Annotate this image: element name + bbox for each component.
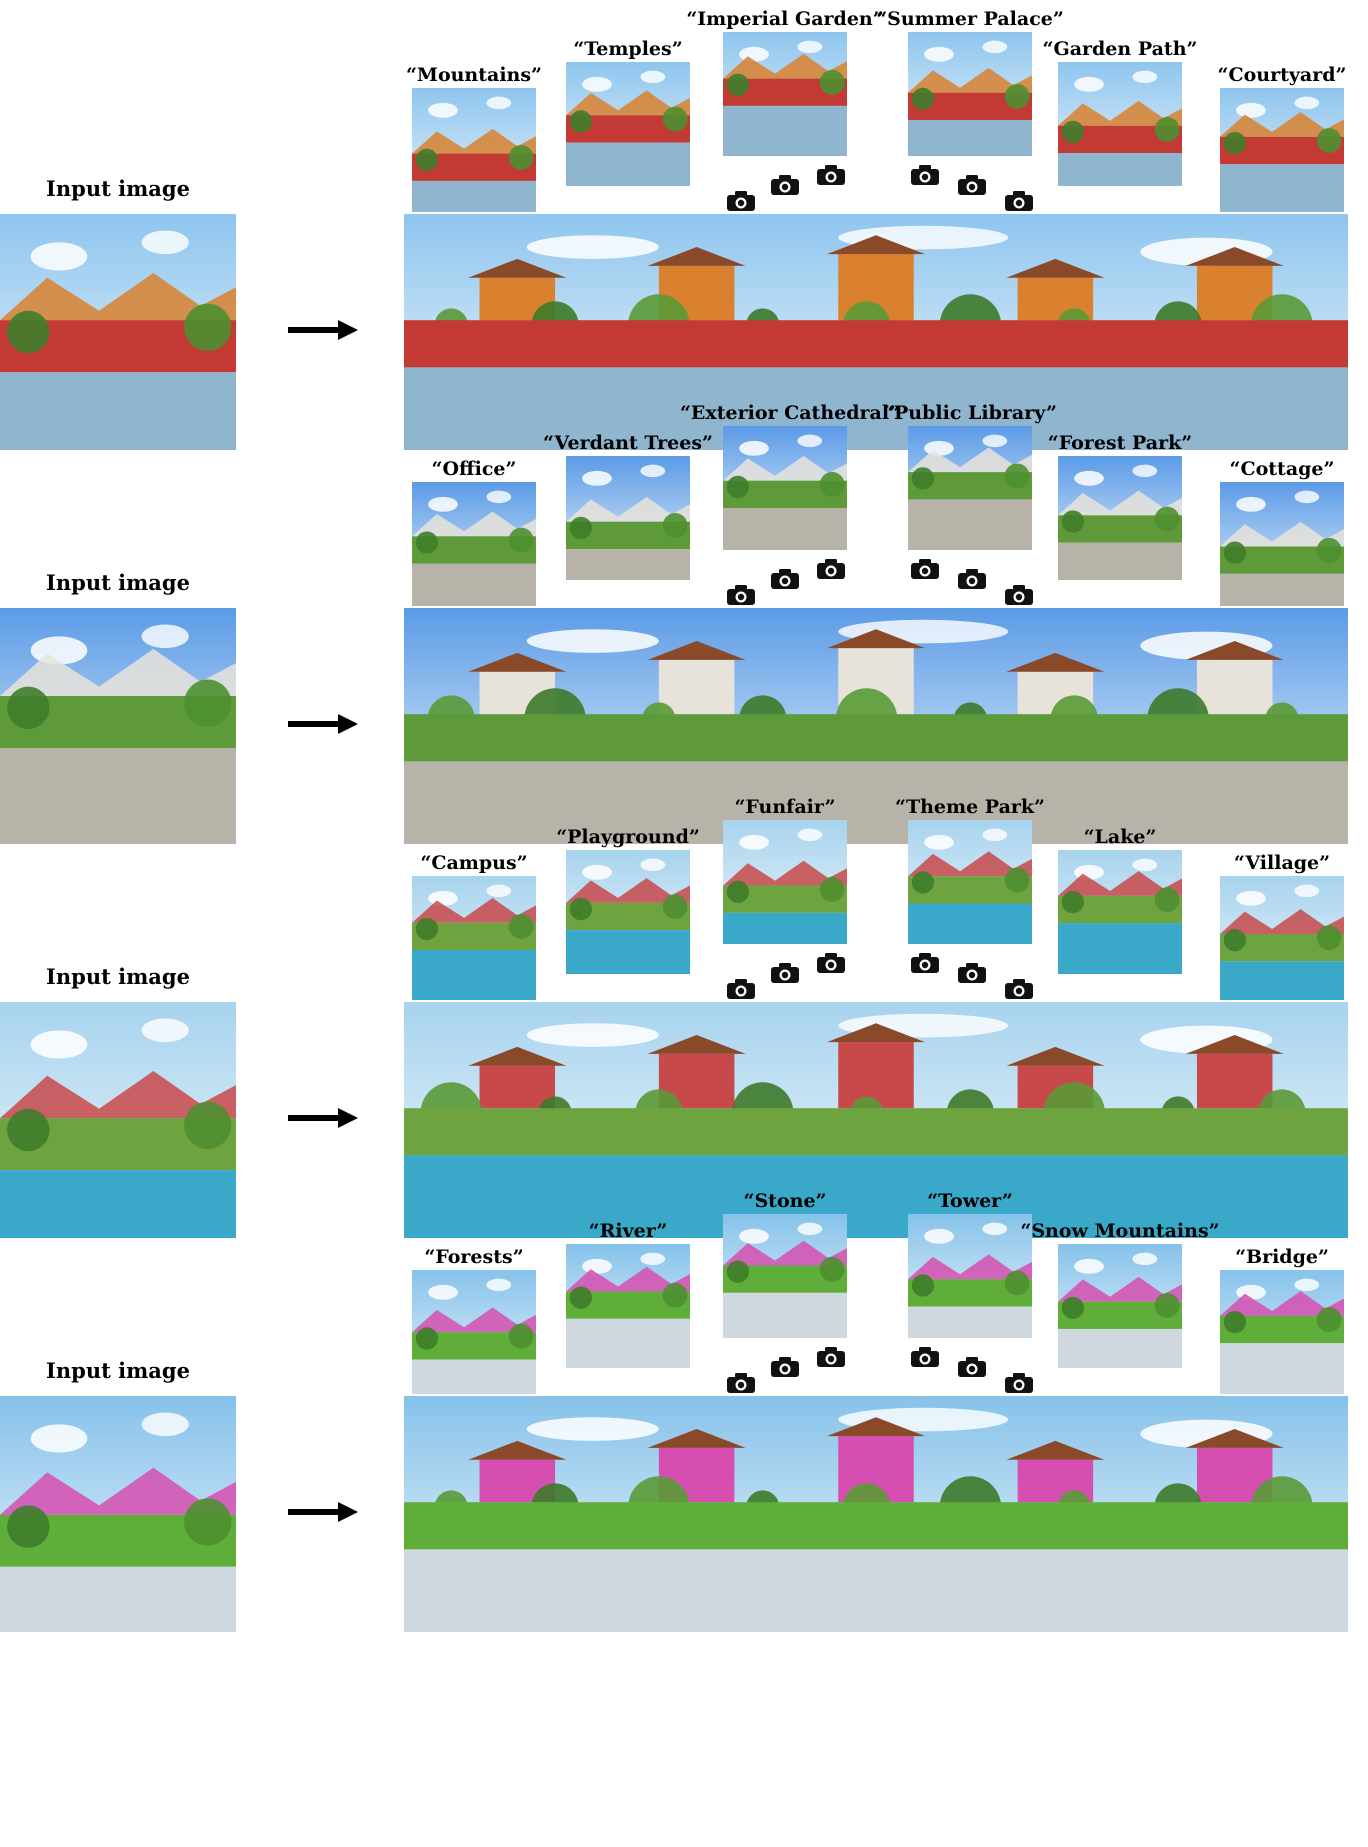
example-row: Input image “Forests”: [0, 1182, 1368, 1646]
prompt-view-thumbnail: [566, 456, 690, 580]
prompt-caption: “Theme Park”: [895, 796, 1045, 818]
prompt-view-thumbnail: [908, 1214, 1032, 1338]
prompt-caption: “Playground”: [556, 826, 700, 848]
prompt-caption: “Public Library”: [883, 402, 1057, 424]
prompt-caption: “Exterior Cathedral”: [680, 402, 900, 424]
input-image-label: Input image: [46, 176, 190, 201]
camera-icon: [910, 558, 940, 580]
camera-icon: [770, 568, 800, 590]
camera-icon: [910, 952, 940, 974]
camera-icon: [726, 1372, 756, 1394]
prompt-view-thumbnail: [723, 820, 847, 944]
output-panorama: [404, 214, 1348, 450]
prompt-caption: “Temples”: [573, 38, 683, 60]
prompt-caption: “Campus”: [420, 852, 528, 874]
example-row: Input image “Campus”: [0, 788, 1368, 1252]
camera-icon: [816, 164, 846, 186]
example-row: Input image “Mountains”: [0, 0, 1368, 464]
example-row: Input image “Office”: [0, 394, 1368, 858]
input-image-label: Input image: [46, 964, 190, 989]
output-panorama: [404, 1002, 1348, 1238]
prompt-view-thumbnail: [908, 426, 1032, 550]
prompt-caption: “Funfair”: [734, 796, 836, 818]
prompt-view-thumbnail: [723, 32, 847, 156]
camera-icon: [770, 1356, 800, 1378]
camera-icon: [910, 164, 940, 186]
prompt-view-thumbnail: [412, 88, 536, 212]
prompt-view-thumbnail: [412, 876, 536, 1000]
camera-icon: [816, 952, 846, 974]
camera-icon: [726, 584, 756, 606]
prompt-caption: “Mountains”: [405, 64, 542, 86]
prompt-view-thumbnail: [412, 1270, 536, 1394]
prompt-view-thumbnail: [566, 62, 690, 186]
prompt-view-thumbnail: [1058, 850, 1182, 974]
camera-icon: [726, 190, 756, 212]
prompt-caption: “Imperial Garden”: [686, 8, 884, 30]
camera-icon: [816, 1346, 846, 1368]
prompt-view-thumbnail: [723, 426, 847, 550]
prompt-caption: “Verdant Trees”: [543, 432, 713, 454]
prompt-caption: “Cottage”: [1229, 458, 1335, 480]
prompt-view-thumbnail: [1220, 482, 1344, 606]
camera-icon: [957, 568, 987, 590]
right-arrow-icon: [288, 1502, 358, 1522]
input-image: [0, 1002, 236, 1238]
prompt-caption: “Office”: [431, 458, 517, 480]
camera-icon: [816, 558, 846, 580]
camera-icon: [1004, 584, 1034, 606]
camera-icon: [957, 962, 987, 984]
prompt-caption: “Stone”: [743, 1190, 827, 1212]
prompt-view-thumbnail: [1058, 456, 1182, 580]
input-image-label: Input image: [46, 570, 190, 595]
prompt-caption: “Summer Palace”: [876, 8, 1064, 30]
prompt-view-thumbnail: [566, 850, 690, 974]
input-image: [0, 214, 236, 450]
camera-icon: [726, 978, 756, 1000]
prompt-caption: “Lake”: [1083, 826, 1157, 848]
camera-icon: [957, 1356, 987, 1378]
input-image-label: Input image: [46, 1358, 190, 1383]
camera-icon: [1004, 1372, 1034, 1394]
camera-icon: [1004, 978, 1034, 1000]
prompt-caption: “Forest Park”: [1047, 432, 1193, 454]
camera-icon: [770, 962, 800, 984]
prompt-caption: “Snow Mountains”: [1020, 1220, 1220, 1242]
prompt-caption: “Forests”: [424, 1246, 524, 1268]
right-arrow-icon: [288, 320, 358, 340]
prompt-caption: “Tower”: [927, 1190, 1013, 1212]
output-panorama: [404, 608, 1348, 844]
prompt-caption: “Bridge”: [1235, 1246, 1329, 1268]
prompt-caption: “Garden Path”: [1042, 38, 1198, 60]
prompt-view-thumbnail: [1058, 62, 1182, 186]
right-arrow-icon: [288, 1108, 358, 1128]
prompt-view-thumbnail: [908, 820, 1032, 944]
prompt-view-thumbnail: [1058, 1244, 1182, 1368]
camera-icon: [1004, 190, 1034, 212]
prompt-view-thumbnail: [1220, 88, 1344, 212]
prompt-view-thumbnail: [1220, 876, 1344, 1000]
prompt-view-thumbnail: [908, 32, 1032, 156]
input-image: [0, 608, 236, 844]
prompt-caption: “River”: [588, 1220, 668, 1242]
input-image: [0, 1396, 236, 1632]
prompt-view-thumbnail: [566, 1244, 690, 1368]
camera-icon: [957, 174, 987, 196]
prompt-view-thumbnail: [1220, 1270, 1344, 1394]
prompt-view-thumbnail: [723, 1214, 847, 1338]
prompt-caption: “Village”: [1233, 852, 1331, 874]
camera-icon: [910, 1346, 940, 1368]
right-arrow-icon: [288, 714, 358, 734]
prompt-view-thumbnail: [412, 482, 536, 606]
output-panorama: [404, 1396, 1348, 1632]
prompt-caption: “Courtyard”: [1217, 64, 1347, 86]
camera-icon: [770, 174, 800, 196]
